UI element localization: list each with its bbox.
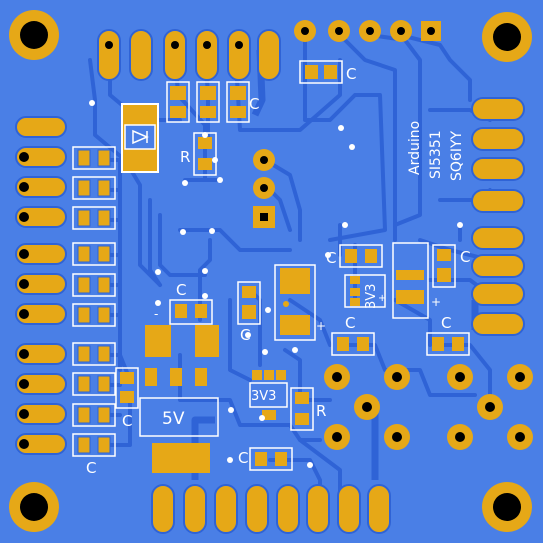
- regulator-3v3-right: [344, 274, 386, 308]
- plus-mark: +: [431, 295, 441, 309]
- left-header-holes: [19, 152, 29, 449]
- cap-label: C: [122, 412, 132, 430]
- top-caps: [166, 81, 250, 123]
- regulator-3v3-center: [249, 370, 288, 420]
- regulator-5v: [139, 299, 219, 473]
- header-pad: [15, 303, 67, 325]
- vias: [89, 100, 463, 468]
- plus-mark: +: [378, 293, 386, 304]
- cap-vertical-right: [432, 244, 456, 288]
- header-pad: [15, 206, 67, 228]
- cap-label: C: [238, 449, 248, 467]
- header-pad: [15, 243, 67, 265]
- top-left-header: [97, 29, 281, 81]
- smd-cap-column: [72, 146, 116, 457]
- header-pad: [15, 176, 67, 198]
- bottom-header: [151, 484, 391, 534]
- cap-label: C: [249, 95, 259, 113]
- right-header-lower: [471, 226, 525, 336]
- plus-mark: +: [316, 319, 326, 333]
- project-line-2: SI5351: [428, 130, 444, 179]
- resistor-label: R: [180, 148, 190, 166]
- cap-label: C: [460, 248, 470, 266]
- resistor-lower: [290, 387, 314, 431]
- mounting-hole-top-left: [9, 10, 59, 60]
- electrolytic-cap-right: [392, 242, 429, 319]
- silkscreen-labels: C C C C C C C C C C C R R 5V 3V3 3V3 + +…: [86, 65, 470, 477]
- cap-label: C: [346, 65, 356, 83]
- cap-vertical-mid: [237, 281, 261, 325]
- cap-label: C: [326, 249, 336, 267]
- cap-label: C: [176, 281, 186, 299]
- header-pad: [15, 343, 67, 365]
- mounting-holes: [9, 10, 532, 532]
- cap-top-right: [299, 60, 343, 84]
- header-pad: [15, 433, 67, 455]
- cap-3v3-top: [339, 244, 383, 268]
- resistor-label: R: [316, 402, 326, 420]
- rf-connector-pads: [324, 364, 533, 450]
- header-pad: [15, 273, 67, 295]
- mounting-hole-top-right: [482, 12, 532, 62]
- cap-label: C: [345, 314, 355, 332]
- right-header-upper: [471, 97, 525, 213]
- mounting-hole-bottom-left: [9, 482, 59, 532]
- minus-mark: -: [154, 307, 158, 321]
- header-pad: [15, 373, 67, 395]
- electrolytic-cap-center: [274, 264, 316, 341]
- cap-bottom-center: [249, 447, 293, 471]
- cap-mid-right: [331, 332, 470, 356]
- project-line-3: SQ6IYY: [449, 131, 465, 181]
- top-right-header: [294, 20, 441, 42]
- center-3pin-header: [253, 149, 275, 228]
- reg-3v3-a-label: 3V3: [251, 389, 276, 404]
- top-left-header-holes: [105, 41, 243, 49]
- reg-3v3-b-label: 3V3: [364, 284, 379, 309]
- reg-5v-label: 5V: [162, 409, 185, 429]
- header-pad: [15, 403, 67, 425]
- left-header-pads: [15, 116, 67, 455]
- diode: [121, 103, 159, 173]
- mounting-hole-bottom-right: [482, 482, 532, 532]
- cap-left-bottom: [115, 367, 139, 409]
- cap-label-extra: C: [441, 314, 451, 332]
- project-line-1: Arduino: [407, 121, 423, 175]
- cap-label: C: [86, 459, 96, 477]
- header-pad: [15, 146, 67, 168]
- cap-label: C: [240, 326, 250, 344]
- header-pad: [15, 116, 67, 138]
